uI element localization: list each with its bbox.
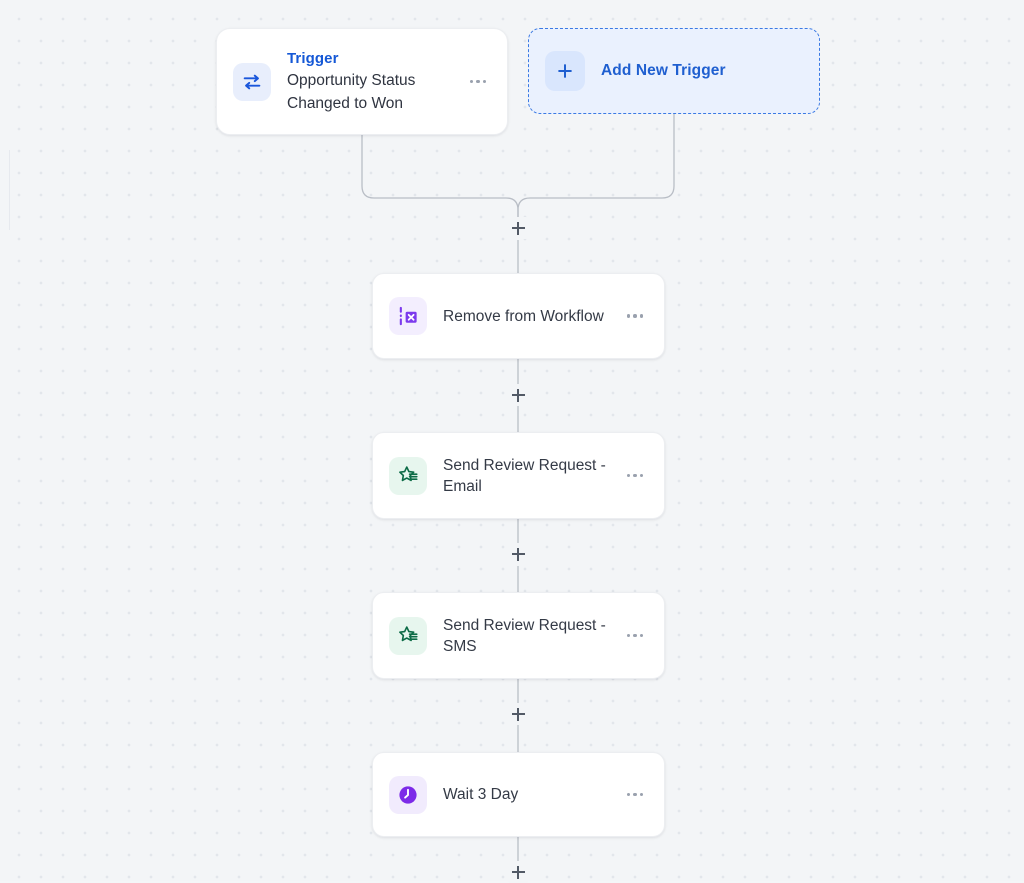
add-step-button-merge[interactable]	[507, 217, 529, 239]
ellipsis-icon[interactable]	[622, 305, 648, 327]
ellipsis-icon[interactable]	[622, 625, 648, 647]
exchange-arrows-icon	[233, 62, 271, 101]
trigger-node[interactable]: Trigger Opportunity Status Changed to Wo…	[216, 28, 508, 135]
review-star-icon	[389, 616, 427, 655]
trigger-kicker: Trigger	[287, 50, 339, 67]
node-sms-text: Send Review Request - SMS	[443, 615, 614, 657]
node-send-review-request-sms[interactable]: Send Review Request - SMS	[372, 592, 665, 679]
node-email-text: Send Review Request - Email	[443, 455, 614, 497]
node-label: Wait 3 Day	[443, 786, 519, 803]
ellipsis-icon[interactable]	[465, 71, 491, 93]
trigger-title-line-2: Changed to Won	[287, 95, 404, 112]
plus-icon	[545, 51, 585, 91]
ellipsis-icon[interactable]	[622, 465, 648, 487]
add-new-trigger-label: Add New Trigger	[601, 62, 726, 79]
node-label: Send Review Request - SMS	[443, 616, 606, 655]
node-wait-3-day[interactable]: Wait 3 Day	[372, 752, 665, 837]
trigger-text: Trigger Opportunity Status Changed to Wo…	[287, 48, 457, 115]
canvas-edge-line	[9, 150, 10, 230]
node-wait-text: Wait 3 Day	[443, 784, 614, 805]
node-label: Send Review Request - Email	[443, 456, 606, 495]
node-remove-from-workflow[interactable]: Remove from Workflow	[372, 273, 665, 359]
remove-from-workflow-icon	[389, 297, 427, 335]
add-step-button-4[interactable]	[507, 861, 529, 883]
ellipsis-icon[interactable]	[622, 784, 648, 806]
add-step-button-3[interactable]	[507, 703, 529, 725]
node-label: Remove from Workflow	[443, 307, 604, 325]
node-send-review-request-email[interactable]: Send Review Request - Email	[372, 432, 665, 519]
clock-icon	[389, 775, 427, 814]
node-remove-text: Remove from Workflow	[443, 306, 614, 327]
add-new-trigger-button[interactable]: Add New Trigger	[528, 28, 820, 114]
trigger-title-line-1: Opportunity Status	[287, 72, 416, 89]
review-star-icon	[389, 456, 427, 495]
add-step-button-2[interactable]	[507, 543, 529, 565]
add-step-button-1[interactable]	[507, 384, 529, 406]
